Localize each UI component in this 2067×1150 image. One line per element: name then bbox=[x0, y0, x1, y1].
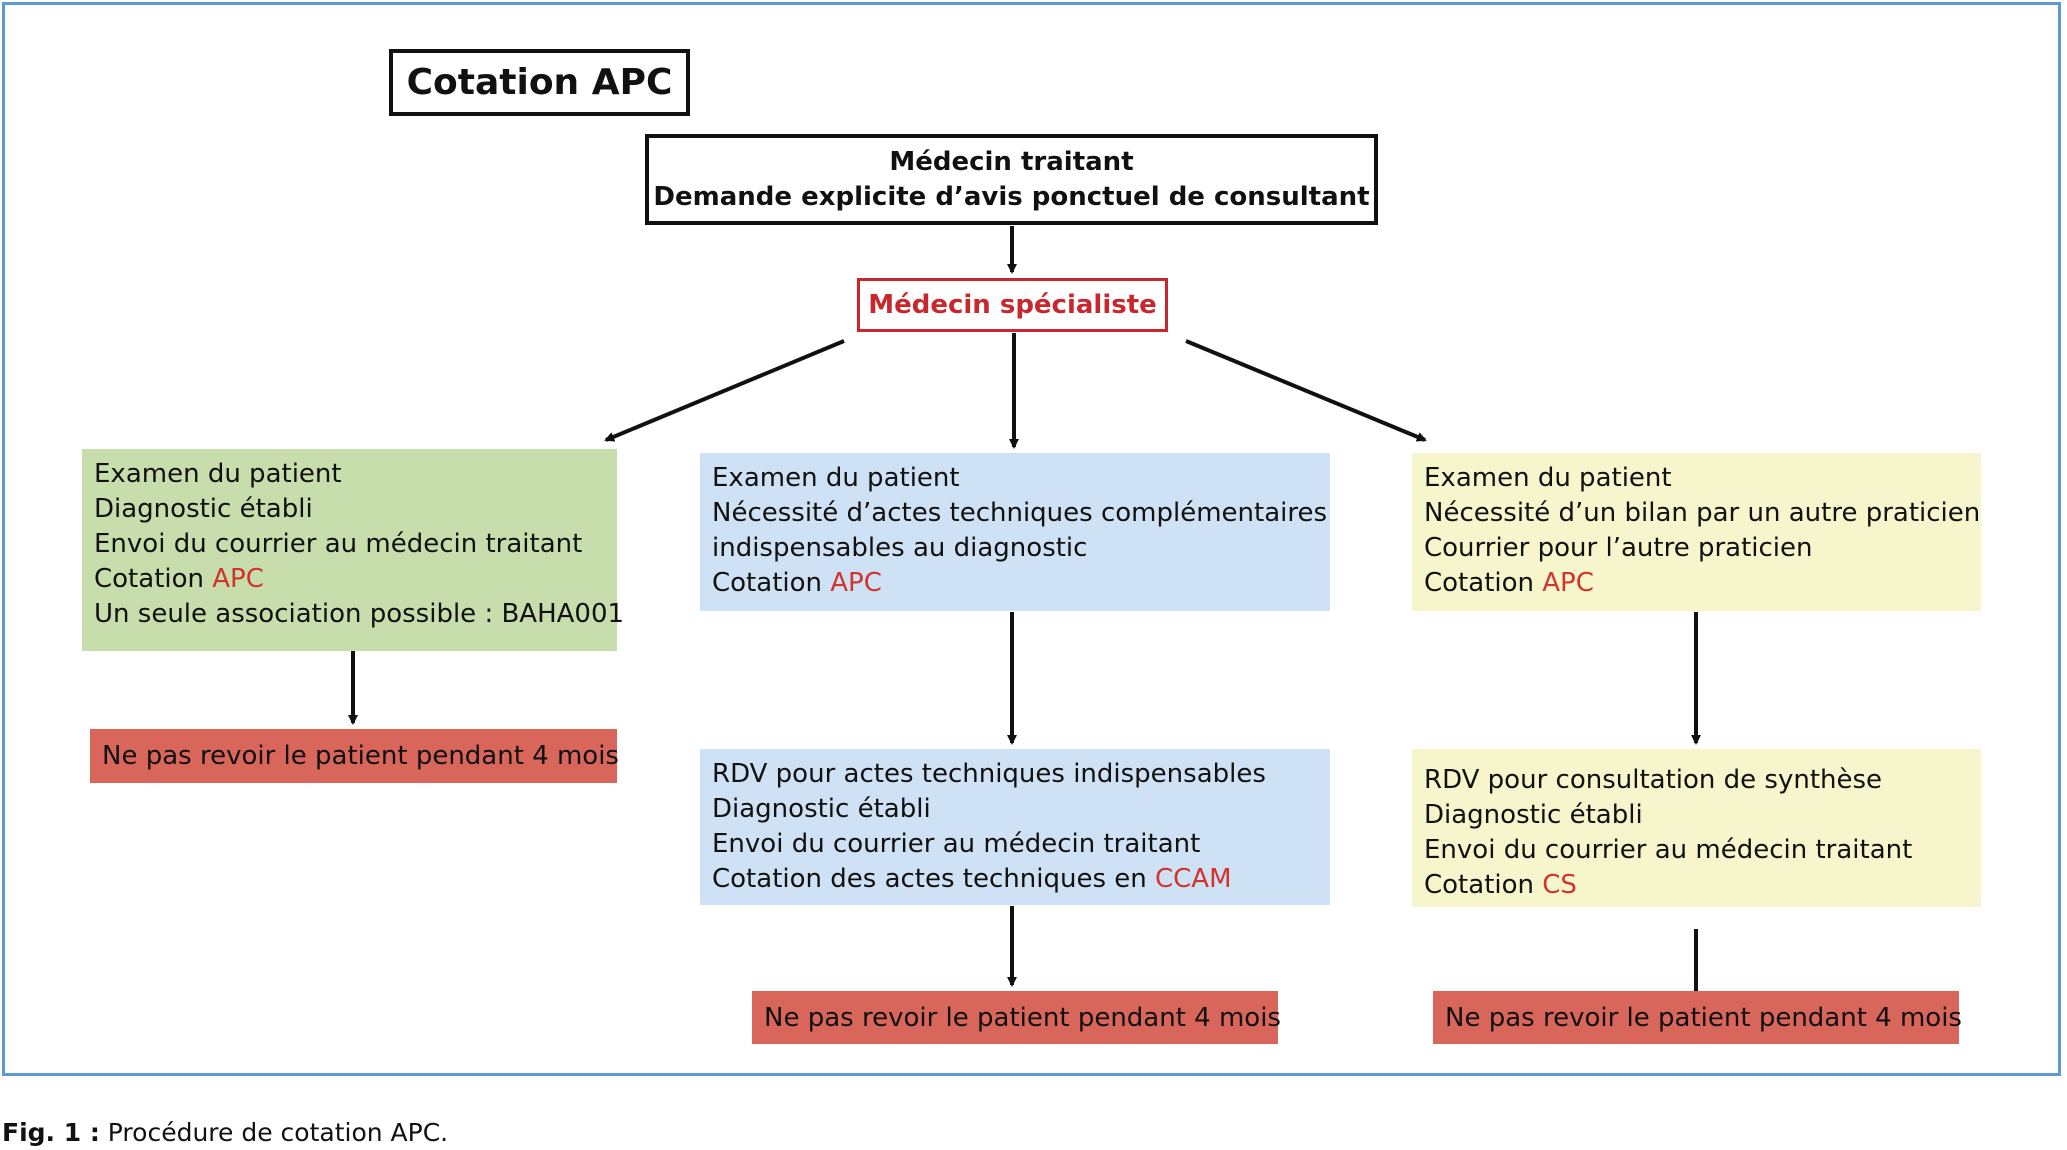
middle-rdv-line3: Envoi du courrier au médecin traitant bbox=[712, 829, 1201, 859]
middle-rdv-line4: Cotation des actes techniques en CCAM bbox=[712, 862, 1318, 897]
left-exam-line4: Cotation APC bbox=[94, 562, 605, 597]
figure-caption-label: Fig. 1 : bbox=[2, 1118, 100, 1147]
node-right-exam: Examen du patient Nécessité d’un bilan p… bbox=[1412, 453, 1981, 611]
node-medecin-traitant: Médecin traitant Demande explicite d’avi… bbox=[645, 134, 1378, 225]
node-medecin-traitant-line2: Demande explicite d’avis ponctuel de con… bbox=[653, 181, 1370, 212]
middle-rdv-line1: RDV pour actes techniques indispensables bbox=[712, 759, 1266, 789]
middle-rdv-cotation-code: CCAM bbox=[1155, 864, 1232, 894]
middle-exam-line4: Cotation APC bbox=[712, 566, 1318, 601]
arrow-specialiste-to-left bbox=[604, 339, 845, 442]
figure-caption: Fig. 1 : Procédure de cotation APC. bbox=[2, 1118, 448, 1147]
node-no-revisit-right: Ne pas revoir le patient pendant 4 mois bbox=[1433, 991, 1962, 1044]
right-exam-cotation-code: APC bbox=[1542, 568, 1594, 598]
right-exam-line4: Cotation APC bbox=[1424, 566, 1969, 601]
middle-exam-line2: Nécessité d’actes techniques complémenta… bbox=[712, 498, 1328, 528]
node-middle-rdv: RDV pour actes techniques indispensables… bbox=[700, 749, 1330, 905]
diagram-title: Cotation APC bbox=[389, 49, 690, 116]
middle-exam-cotation-label: Cotation bbox=[712, 568, 831, 598]
left-exam-line1: Examen du patient bbox=[94, 459, 342, 489]
figure-frame bbox=[2, 2, 2061, 1076]
right-exam-line1: Examen du patient bbox=[1424, 463, 1672, 493]
right-rdv-line2: Diagnostic établi bbox=[1424, 800, 1643, 830]
left-exam-line5: Un seule association possible : BAHA001 bbox=[94, 599, 625, 629]
left-exam-line3: Envoi du courrier au médecin traitant bbox=[94, 529, 583, 559]
right-exam-line2: Nécessité d’un bilan par un autre pratic… bbox=[1424, 498, 1981, 528]
right-exam-line3: Courrier pour l’autre praticien bbox=[1424, 533, 1813, 563]
middle-exam-line3: indispensables au diagnostic bbox=[712, 533, 1088, 563]
middle-rdv-line2: Diagnostic établi bbox=[712, 794, 931, 824]
left-exam-line2: Diagnostic établi bbox=[94, 494, 313, 524]
node-left-exam: Examen du patient Diagnostic établi Envo… bbox=[82, 449, 625, 651]
right-exam-cotation-label: Cotation bbox=[1424, 568, 1543, 598]
middle-exam-line1: Examen du patient bbox=[712, 463, 960, 493]
node-no-revisit-left: Ne pas revoir le patient pendant 4 mois bbox=[90, 729, 619, 783]
right-rdv-line3: Envoi du courrier au médecin traitant bbox=[1424, 835, 1913, 865]
node-medecin-specialiste: Médecin spécialiste bbox=[857, 278, 1168, 332]
right-rdv-cotation-label: Cotation bbox=[1424, 870, 1543, 900]
middle-rdv-cotation-label: Cotation des actes techniques en bbox=[712, 864, 1155, 894]
right-rdv-line1: RDV pour consultation de synthèse bbox=[1424, 765, 1883, 795]
right-rdv-cotation-code: CS bbox=[1542, 870, 1577, 900]
right-rdv-line4: Cotation CS bbox=[1424, 868, 1969, 903]
arrow-specialiste-to-right bbox=[1185, 339, 1427, 442]
figure-caption-text: Procédure de cotation APC. bbox=[99, 1118, 449, 1147]
node-medecin-traitant-line1: Médecin traitant bbox=[889, 146, 1134, 177]
left-exam-cotation-label: Cotation bbox=[94, 564, 213, 594]
node-right-rdv: RDV pour consultation de synthèse Diagno… bbox=[1412, 749, 1981, 907]
node-middle-exam: Examen du patient Nécessité d’actes tech… bbox=[700, 453, 1330, 611]
node-no-revisit-middle: Ne pas revoir le patient pendant 4 mois bbox=[752, 991, 1281, 1044]
middle-exam-cotation-code: APC bbox=[830, 568, 882, 598]
left-exam-cotation-code: APC bbox=[212, 564, 264, 594]
